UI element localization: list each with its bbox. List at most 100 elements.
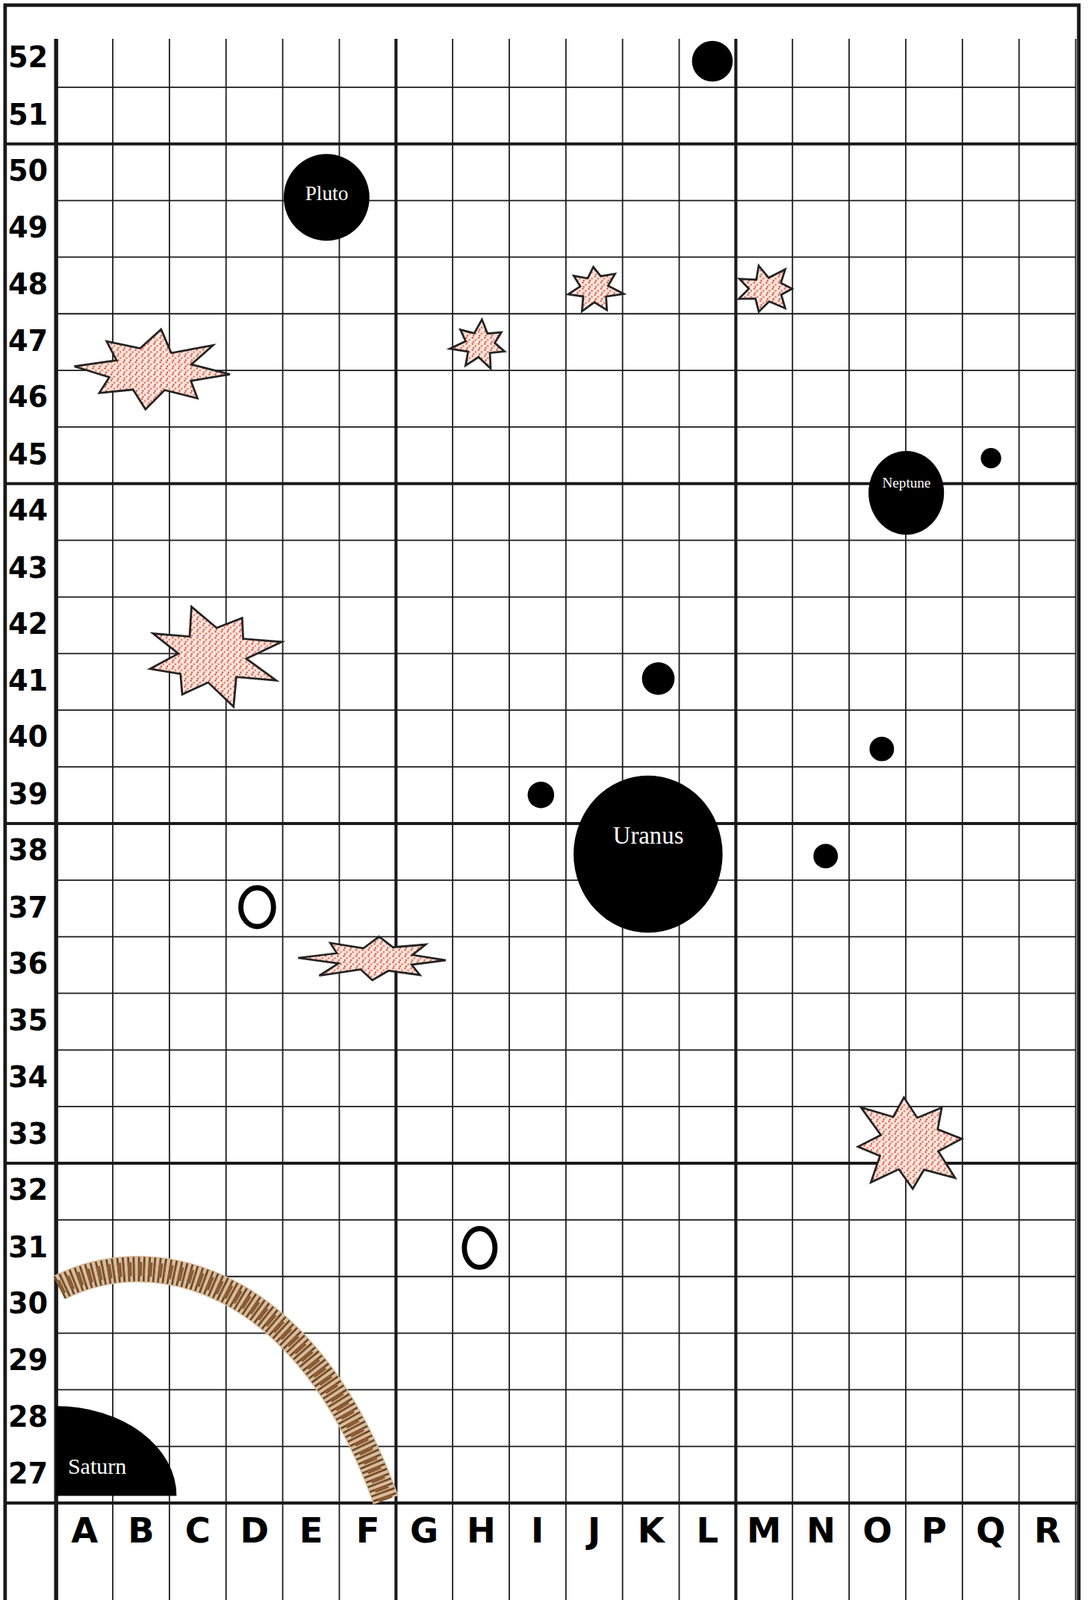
planet-disc [868, 451, 944, 535]
asteroid-field [568, 267, 624, 312]
row-number-slot: 29 [8, 1345, 48, 1378]
row-number-slot: 36 [8, 949, 48, 981]
grid-line [508, 38, 511, 1600]
row-number-slot: 33 [8, 1119, 48, 1151]
column-letter-slot: K [637, 1512, 665, 1551]
column-letter: N [806, 1512, 836, 1551]
grid-line [339, 38, 341, 1600]
column-letter: H [466, 1512, 496, 1551]
planet-name: Pluto [305, 182, 349, 205]
column-letter-slot: J [587, 1512, 601, 1551]
grid-line [282, 38, 284, 1600]
moon-dot [813, 843, 838, 869]
column-letter-slot: E [299, 1512, 324, 1551]
grid-line [394, 38, 398, 1600]
row-number-slot: 30 [8, 1288, 48, 1321]
row-number: 46 [8, 383, 48, 415]
grid-line [53, 38, 58, 1600]
row-number: 36 [8, 949, 48, 981]
grid-line [112, 38, 114, 1600]
moon-dot [692, 41, 734, 83]
column-letter-slot: C [185, 1512, 211, 1551]
column-letter-slot: P [921, 1512, 947, 1551]
planet-disc [573, 775, 723, 933]
row-number: 27 [8, 1459, 48, 1491]
row-number-slot: 44 [8, 496, 48, 528]
row-number-slot: 27 [8, 1459, 48, 1491]
column-letter: G [409, 1512, 439, 1551]
row-number: 33 [8, 1119, 48, 1151]
saturn-ring-texture [58, 1269, 386, 1501]
grid-line [791, 38, 794, 1600]
saturn-ring-texture [58, 1269, 386, 1501]
row-number-slot: 37 [8, 893, 48, 925]
row-number: 44 [8, 496, 48, 528]
asteroid-field [150, 607, 282, 708]
column-letter-slot: A [70, 1512, 98, 1551]
column-letter-slot: B [127, 1512, 154, 1551]
row-number-slot: 49 [8, 212, 48, 245]
grid-line [168, 38, 171, 1600]
asteroid-field [738, 265, 792, 313]
planet-uranus: Uranus [573, 775, 723, 933]
planet-disc [283, 153, 370, 241]
row-number-slot: 28 [8, 1402, 48, 1434]
column-letter: M [746, 1512, 782, 1551]
column-letter-slot: O [862, 1512, 893, 1551]
row-number: 47 [8, 326, 48, 358]
row-number-slot: 34 [8, 1062, 48, 1094]
planet-shape [573, 775, 723, 933]
row-number: 37 [8, 893, 48, 925]
row-number-slot: 51 [8, 100, 48, 132]
grid-line [451, 38, 454, 1600]
column-letter-slot: G [409, 1512, 439, 1551]
column-letter-slot: M [746, 1512, 782, 1551]
row-number: 28 [8, 1402, 48, 1434]
planet-shape [868, 451, 944, 535]
moon-dot [980, 448, 1001, 469]
row-number-slot: 48 [8, 269, 48, 301]
row-number: 35 [8, 1005, 48, 1038]
planet-neptune: Neptune [868, 451, 944, 535]
column-letter: B [127, 1512, 154, 1551]
row-number-slot: 39 [8, 779, 48, 811]
grid-line [5, 822, 1080, 826]
planet-shape [56, 1406, 177, 1496]
row-number-slot: 45 [8, 439, 48, 472]
row-number: 32 [8, 1176, 48, 1208]
moon-dot [527, 781, 555, 809]
grid-lines [5, 38, 1080, 1600]
row-number-slot: 38 [8, 836, 48, 868]
grid-line [961, 38, 964, 1600]
planet-name: Uranus [613, 822, 685, 850]
column-letter: F [356, 1512, 381, 1551]
row-number-slot: 40 [8, 722, 48, 755]
row-number: 49 [8, 212, 48, 245]
column-letter: I [530, 1512, 544, 1551]
row-number-slot: 47 [8, 326, 48, 358]
column-letter: D [240, 1512, 270, 1551]
column-letter-slot: L [695, 1512, 719, 1551]
grid-line [1075, 38, 1077, 1600]
column-letter: E [299, 1512, 324, 1551]
grid-line [5, 1501, 1080, 1505]
row-number: 42 [8, 609, 48, 641]
row-number: 29 [8, 1345, 48, 1378]
asteroid-field [297, 936, 446, 980]
row-number-slot: 46 [8, 383, 48, 415]
column-letter-slot: F [356, 1512, 381, 1551]
asteroid-field [449, 319, 505, 369]
row-number: 31 [8, 1232, 48, 1265]
row-number-slot: 43 [8, 552, 48, 584]
column-letter: P [921, 1512, 947, 1551]
column-letter: R [1034, 1512, 1062, 1551]
row-number-slot: 31 [8, 1232, 48, 1265]
planet-name: Saturn [67, 1453, 127, 1479]
row-number-slot: 41 [8, 666, 48, 698]
row-number: 48 [8, 269, 48, 301]
column-letter: O [862, 1512, 893, 1551]
row-number: 39 [8, 779, 48, 811]
